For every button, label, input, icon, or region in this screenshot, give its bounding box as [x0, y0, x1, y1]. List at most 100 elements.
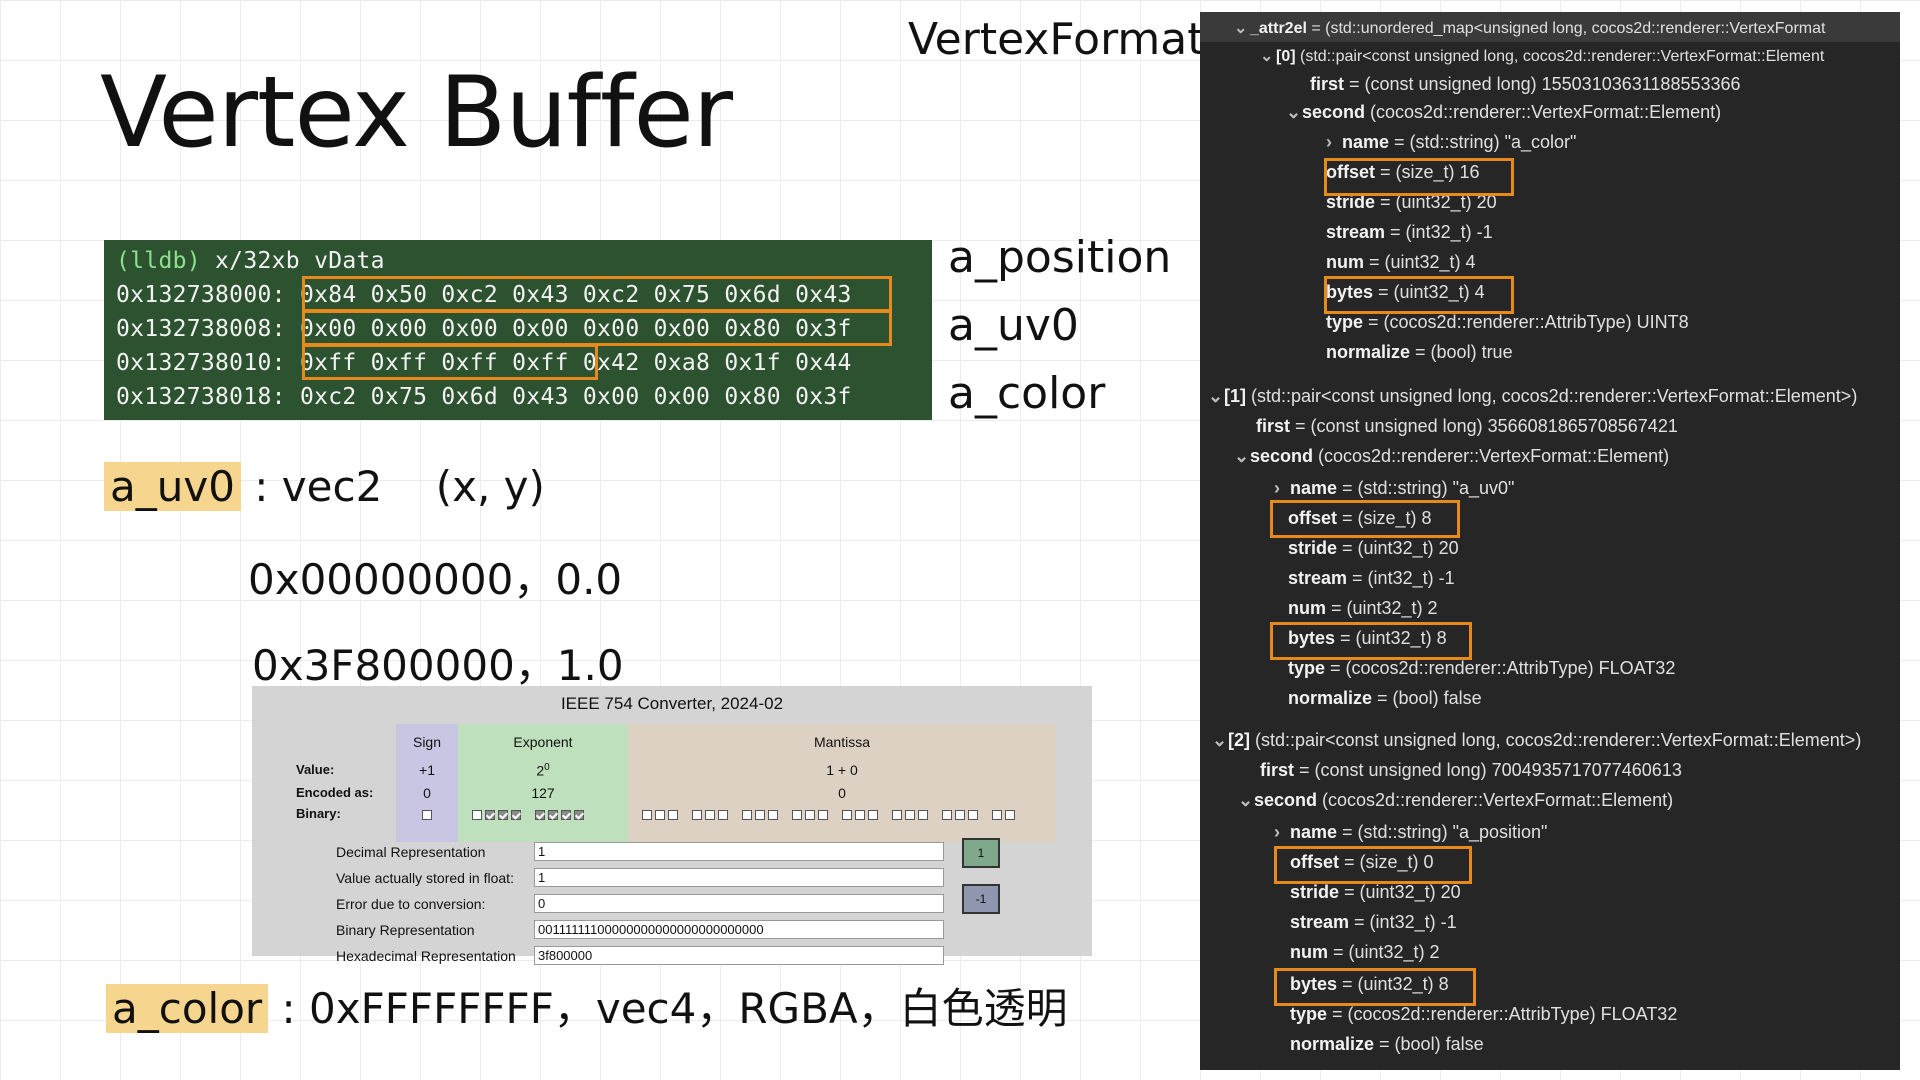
variable-row[interactable]: normalize = (bool) false [1288, 688, 1482, 709]
mantissa-bit-checkbox[interactable] [918, 810, 928, 820]
chevron-down-icon[interactable]: ⌄ [1238, 790, 1254, 810]
variable-name: first [1310, 74, 1345, 94]
mantissa-bits [642, 810, 1015, 820]
chevron-down-icon[interactable]: ⌄ [1234, 446, 1250, 466]
variable-row[interactable]: stride = (uint32_t) 20 [1326, 192, 1497, 213]
variable-name: num [1290, 942, 1328, 962]
mantissa-bit-checkbox[interactable] [742, 810, 752, 820]
exponent-bit-checkbox[interactable] [472, 810, 482, 820]
exponent-bit-checkbox[interactable] [561, 810, 571, 820]
mantissa-bit-checkbox[interactable] [805, 810, 815, 820]
variable-row[interactable]: ⌄second (cocos2d::renderer::VertexFormat… [1286, 102, 1721, 123]
exponent-bit-checkbox[interactable] [535, 810, 545, 820]
exponent-bit-checkbox[interactable] [485, 810, 495, 820]
exponent-bit-checkbox[interactable] [548, 810, 558, 820]
mantissa-bit-checkbox[interactable] [905, 810, 915, 820]
mantissa-bit-checkbox[interactable] [692, 810, 702, 820]
variable-row[interactable]: ⌄[1] (std::pair<const unsigned long, coc… [1208, 386, 1857, 407]
variable-row[interactable]: bytes = (uint32_t) 8 [1290, 974, 1449, 995]
exponent-bit-checkbox[interactable] [511, 810, 521, 820]
hex-input[interactable]: 3f800000 [534, 946, 944, 965]
mantissa-bit-checkbox[interactable] [705, 810, 715, 820]
variable-row[interactable]: stream = (int32_t) -1 [1326, 222, 1493, 243]
mantissa-bit-checkbox[interactable] [668, 810, 678, 820]
variable-row[interactable]: ›name = (std::string) "a_position" [1274, 822, 1547, 843]
mantissa-bit-checkbox[interactable] [992, 810, 1002, 820]
color-name-chip: a_color [106, 984, 269, 1033]
mantissa-bit-checkbox[interactable] [755, 810, 765, 820]
mantissa-bit-checkbox[interactable] [718, 810, 728, 820]
variable-row[interactable]: num = (uint32_t) 2 [1288, 598, 1438, 619]
variable-row[interactable]: ⌄second (cocos2d::renderer::VertexFormat… [1238, 790, 1673, 811]
variable-name: offset [1290, 852, 1339, 872]
variable-row[interactable]: bytes = (uint32_t) 8 [1288, 628, 1447, 649]
variable-row[interactable]: num = (uint32_t) 4 [1326, 252, 1476, 273]
variable-row[interactable]: type = (cocos2d::renderer::AttribType) F… [1290, 1004, 1677, 1025]
variable-name: _attr2el [1250, 20, 1307, 37]
variable-row[interactable]: ⌄second (cocos2d::renderer::VertexFormat… [1234, 446, 1669, 467]
variable-row[interactable]: first = (const unsigned long) 3566081865… [1256, 416, 1678, 437]
sign-bit-checkbox[interactable] [422, 810, 432, 820]
row-label-binary: Binary: [296, 806, 341, 821]
variable-row[interactable]: ›name = (std::string) "a_color" [1326, 132, 1576, 153]
chevron-down-icon[interactable]: ⌄ [1234, 20, 1248, 37]
variable-row[interactable]: ⌄[0] (std::pair<const unsigned long, coc… [1260, 46, 1824, 66]
plus-one-button[interactable]: 1 [962, 838, 1000, 868]
mantissa-bit-checkbox[interactable] [942, 810, 952, 820]
variable-row[interactable]: ⌄_attr2el = (std::unordered_map<unsigned… [1234, 18, 1825, 38]
mantissa-bit-checkbox[interactable] [968, 810, 978, 820]
variable-value: = (int32_t) -1 [1349, 912, 1457, 932]
variable-row[interactable]: first = (const unsigned long) 7004935717… [1260, 760, 1682, 781]
decimal-input[interactable]: 1 [534, 842, 944, 861]
uv-value-zero: 0x00000000，0.0 [248, 555, 623, 604]
variable-row[interactable]: first = (const unsigned long) 1550310363… [1310, 74, 1741, 95]
bytes-highlight-color [1324, 276, 1514, 314]
mantissa-bit-checkbox[interactable] [1005, 810, 1015, 820]
variable-row[interactable]: offset = (size_t) 8 [1288, 508, 1432, 529]
variable-row[interactable]: bytes = (uint32_t) 4 [1326, 282, 1485, 303]
variable-row[interactable]: ›name = (std::string) "a_uv0" [1274, 478, 1514, 499]
variable-value: = (uint32_t) 8 [1335, 628, 1447, 648]
variable-row[interactable]: normalize = (bool) true [1326, 342, 1513, 363]
variable-row[interactable]: normalize = (bool) false [1290, 1034, 1484, 1055]
variable-row[interactable]: ⌄[2] (std::pair<const unsigned long, coc… [1212, 730, 1861, 751]
chevron-right-icon[interactable]: › [1274, 478, 1280, 498]
chevron-down-icon[interactable]: ⌄ [1212, 730, 1228, 750]
minus-one-button[interactable]: -1 [962, 884, 1000, 914]
mantissa-bit-checkbox[interactable] [642, 810, 652, 820]
color-type-line: a_color : 0xFFFFFFFF，vec4，RGBA，白色透明 [106, 975, 1068, 1036]
mantissa-bit-checkbox[interactable] [768, 810, 778, 820]
terminal-command-line: (lldb) x/32xb vData [116, 248, 385, 274]
exponent-bit-checkbox[interactable] [574, 810, 584, 820]
mantissa-bit-checkbox[interactable] [955, 810, 965, 820]
variable-row[interactable]: type = (cocos2d::renderer::AttribType) U… [1326, 312, 1689, 333]
chevron-right-icon[interactable]: › [1274, 822, 1280, 842]
chevron-down-icon[interactable]: ⌄ [1286, 102, 1302, 122]
variable-row[interactable]: stride = (uint32_t) 20 [1290, 882, 1461, 903]
variable-row[interactable]: offset = (size_t) 0 [1290, 852, 1434, 873]
chevron-down-icon[interactable]: ⌄ [1260, 48, 1274, 65]
binary-input[interactable]: 00111111100000000000000000000000 [534, 920, 944, 939]
variable-row[interactable]: stride = (uint32_t) 20 [1288, 538, 1459, 559]
variable-row[interactable]: stream = (int32_t) -1 [1290, 912, 1457, 933]
mantissa-bit-checkbox[interactable] [892, 810, 902, 820]
variable-value: = (uint32_t) 2 [1326, 598, 1438, 618]
mantissa-bit-checkbox[interactable] [792, 810, 802, 820]
stored-value-field[interactable]: 1 [534, 868, 944, 887]
mantissa-bit-checkbox[interactable] [855, 810, 865, 820]
exponent-bit-checkbox[interactable] [498, 810, 508, 820]
variable-row[interactable]: stream = (int32_t) -1 [1288, 568, 1455, 589]
mantissa-bit-checkbox[interactable] [868, 810, 878, 820]
mantissa-bit-checkbox[interactable] [818, 810, 828, 820]
variable-row[interactable]: type = (cocos2d::renderer::AttribType) F… [1288, 658, 1675, 679]
variable-row[interactable]: num = (uint32_t) 2 [1290, 942, 1440, 963]
variable-value: = (uint32_t) 4 [1373, 282, 1485, 302]
variable-name: second [1254, 790, 1318, 810]
mantissa-bit-checkbox[interactable] [842, 810, 852, 820]
variable-row[interactable]: offset = (size_t) 16 [1326, 162, 1480, 183]
variable-name: bytes [1326, 282, 1374, 302]
mantissa-bit-checkbox[interactable] [655, 810, 665, 820]
error-field[interactable]: 0 [534, 894, 944, 913]
chevron-right-icon[interactable]: › [1326, 132, 1332, 152]
chevron-down-icon[interactable]: ⌄ [1208, 386, 1224, 406]
